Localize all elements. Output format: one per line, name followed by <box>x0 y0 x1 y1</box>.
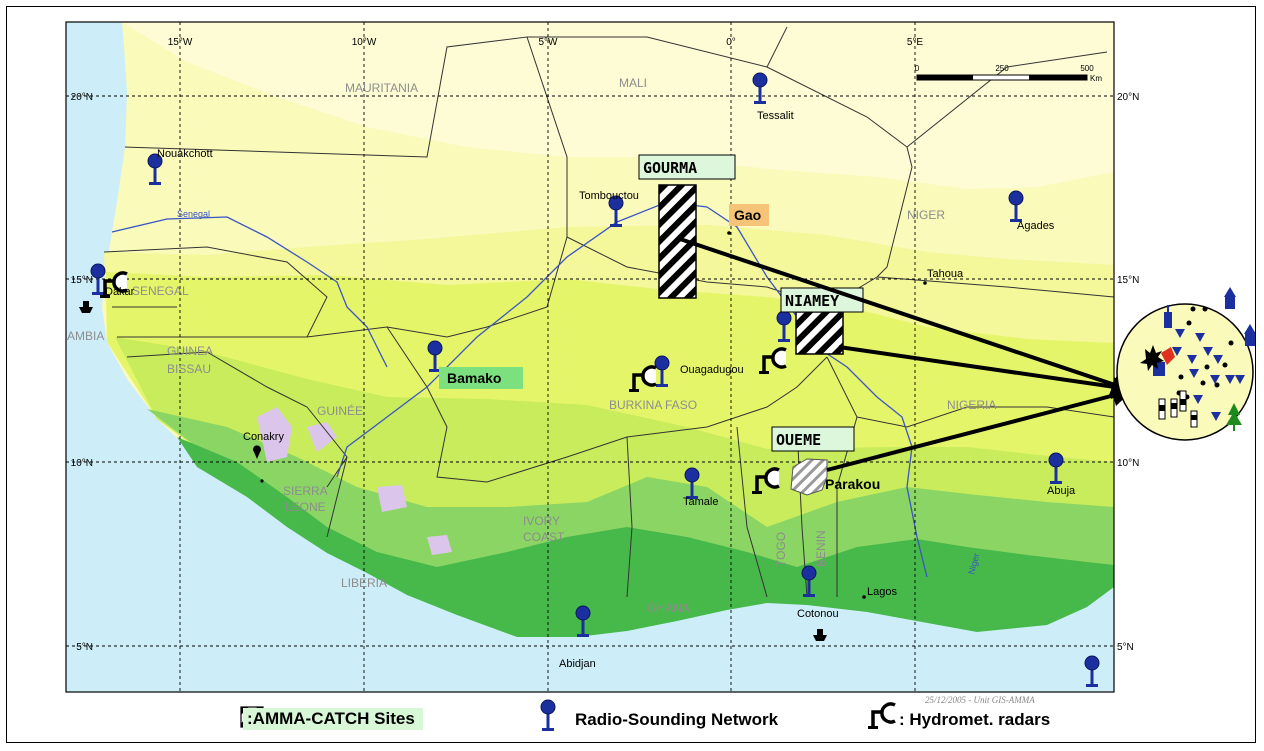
highlighted-cities: Bamako Gao Parakou <box>439 204 880 492</box>
city-label: Lagos <box>867 586 897 598</box>
bamako-label-bg <box>439 367 523 389</box>
radar-legend-icon <box>866 702 897 731</box>
ship-icons <box>79 301 827 641</box>
highlighted-city-label: Gao <box>734 207 761 223</box>
country-label: AMBIA <box>67 329 104 343</box>
country-label: IVORY <box>523 514 560 528</box>
arrow-niamey <box>838 345 1116 389</box>
map-border <box>65 21 1115 693</box>
arrow-gourma <box>676 236 1116 387</box>
graticule-labels: 15°W 10°W 5°W 0° 5°E 20°N 15°N 10°N 5°N … <box>71 37 1140 653</box>
inset-gauges <box>1158 390 1198 428</box>
lilac-patch <box>427 535 452 555</box>
lon-label: 15°W <box>168 37 193 48</box>
scale-tick: 500 <box>1080 64 1094 73</box>
city-label: Agades <box>1017 220 1055 232</box>
city-label: Tessalit <box>757 110 794 122</box>
city-labels: Nouakchott Dakar Tombouctou Tessalit Aga… <box>105 110 1076 670</box>
scale-unit: Km <box>1090 74 1102 83</box>
country-label: BISSAU <box>167 362 211 376</box>
country-label: BENIN <box>814 530 828 567</box>
gao-label-bg <box>729 204 769 226</box>
site-niamey-area <box>795 311 844 355</box>
ship-icon <box>813 629 827 641</box>
city-label: Abidjan <box>559 658 596 670</box>
lat-label: 5°N <box>76 642 93 653</box>
lon-label: 0° <box>726 37 736 48</box>
river-label: Senegal <box>177 209 210 219</box>
west-africa-map: 15°W 10°W 5°W 0° 5°E 20°N 15°N 10°N 5°N … <box>65 21 1255 733</box>
legend-radar-label: : Hydromet. radars <box>899 710 1051 729</box>
lilac-patch <box>257 407 292 462</box>
country-label: MALI <box>619 76 647 90</box>
country-label: NIGERIA <box>947 398 996 412</box>
highlighted-city-label: Bamako <box>447 370 501 386</box>
city-label: Cotonou <box>797 608 839 620</box>
inset-dots <box>1176 306 1234 400</box>
lat-label: 15°N <box>71 275 93 286</box>
city-label: Tombouctou <box>579 190 639 202</box>
legend-sites-label: :AMMA-CATCH Sites <box>243 708 423 730</box>
lon-label: 10°W <box>352 37 377 48</box>
fire-icon <box>1140 345 1164 371</box>
lon-label: 5°E <box>907 37 924 48</box>
city-label: Tamale <box>683 496 718 508</box>
lon-label: 5°W <box>539 37 559 48</box>
city-label: Dakar <box>105 286 135 298</box>
country-label: GHANA <box>647 601 690 615</box>
city-label: Tahoua <box>927 268 964 280</box>
lilac-patch <box>307 422 337 452</box>
lat-label: 20°N <box>1117 92 1139 103</box>
city-label: Conakry <box>243 431 284 443</box>
site-label: NIAMEY <box>785 292 839 310</box>
forest-zone <box>177 437 1114 637</box>
country-label: LIBERIA <box>341 576 387 590</box>
country-label: TOGO <box>774 532 788 567</box>
graticule <box>66 22 1114 692</box>
highlighted-city-label: Parakou <box>825 476 880 492</box>
country-label: GUINÉE <box>317 403 363 418</box>
country-label: BURKINA FASO <box>609 398 697 412</box>
legend-radiosounding-label: Radio-Sounding Network <box>575 710 779 729</box>
figure-frame: 15°W 10°W 5°W 0° 5°E 20°N 15°N 10°N 5°N … <box>6 6 1256 743</box>
site-label-bg <box>638 154 736 180</box>
radiosonde-legend-icon <box>539 698 557 733</box>
lat-label: 20°N <box>71 92 93 103</box>
country-label: NIGER <box>907 208 945 222</box>
arrow-oueme <box>826 393 1116 472</box>
site-label: OUEME <box>776 431 821 449</box>
scale-tick: 250 <box>995 64 1009 73</box>
scale-bar: 0 250 500 Km <box>915 64 1103 83</box>
country-label: MAURITANIA <box>345 81 418 95</box>
country-label: LEONE <box>285 500 326 514</box>
country-label: SENEGAL <box>132 284 189 298</box>
lat-label: 5°N <box>1117 642 1134 653</box>
ship-icon <box>79 301 93 313</box>
country-label: SIERRA <box>283 484 328 498</box>
inset-circle <box>1116 303 1254 441</box>
inset-instrumentation <box>1116 287 1255 441</box>
desert-zone <box>122 22 1114 189</box>
map-credit: 25/12/2005 - Unit GIS-AMMA <box>925 695 1035 705</box>
lat-label: 10°N <box>1117 458 1139 469</box>
site-label: GOURMA <box>643 159 697 177</box>
site-oueme-area <box>790 458 828 496</box>
red-marker <box>1161 347 1175 365</box>
country-labels: MAURITANIA MALI NIGER SENEGAL AMBIA GUIN… <box>67 76 996 615</box>
country-label: GUINEA <box>167 344 213 358</box>
city-label: Ouagadugou <box>680 364 744 376</box>
amma-sites: GOURMA NIAMEY OUEME <box>638 154 864 496</box>
city-label: Nouakchott <box>157 148 213 160</box>
site-label-bg <box>771 426 855 452</box>
scale-tick: 0 <box>915 64 920 73</box>
tree-icon <box>1226 403 1242 431</box>
inset-triangles <box>1172 329 1245 421</box>
lat-label: 15°N <box>1117 275 1139 286</box>
country-label: COAST <box>523 530 565 544</box>
lilac-patch <box>377 485 407 512</box>
city-label: Abuja <box>1047 485 1076 497</box>
lat-label: 10°N <box>71 458 93 469</box>
